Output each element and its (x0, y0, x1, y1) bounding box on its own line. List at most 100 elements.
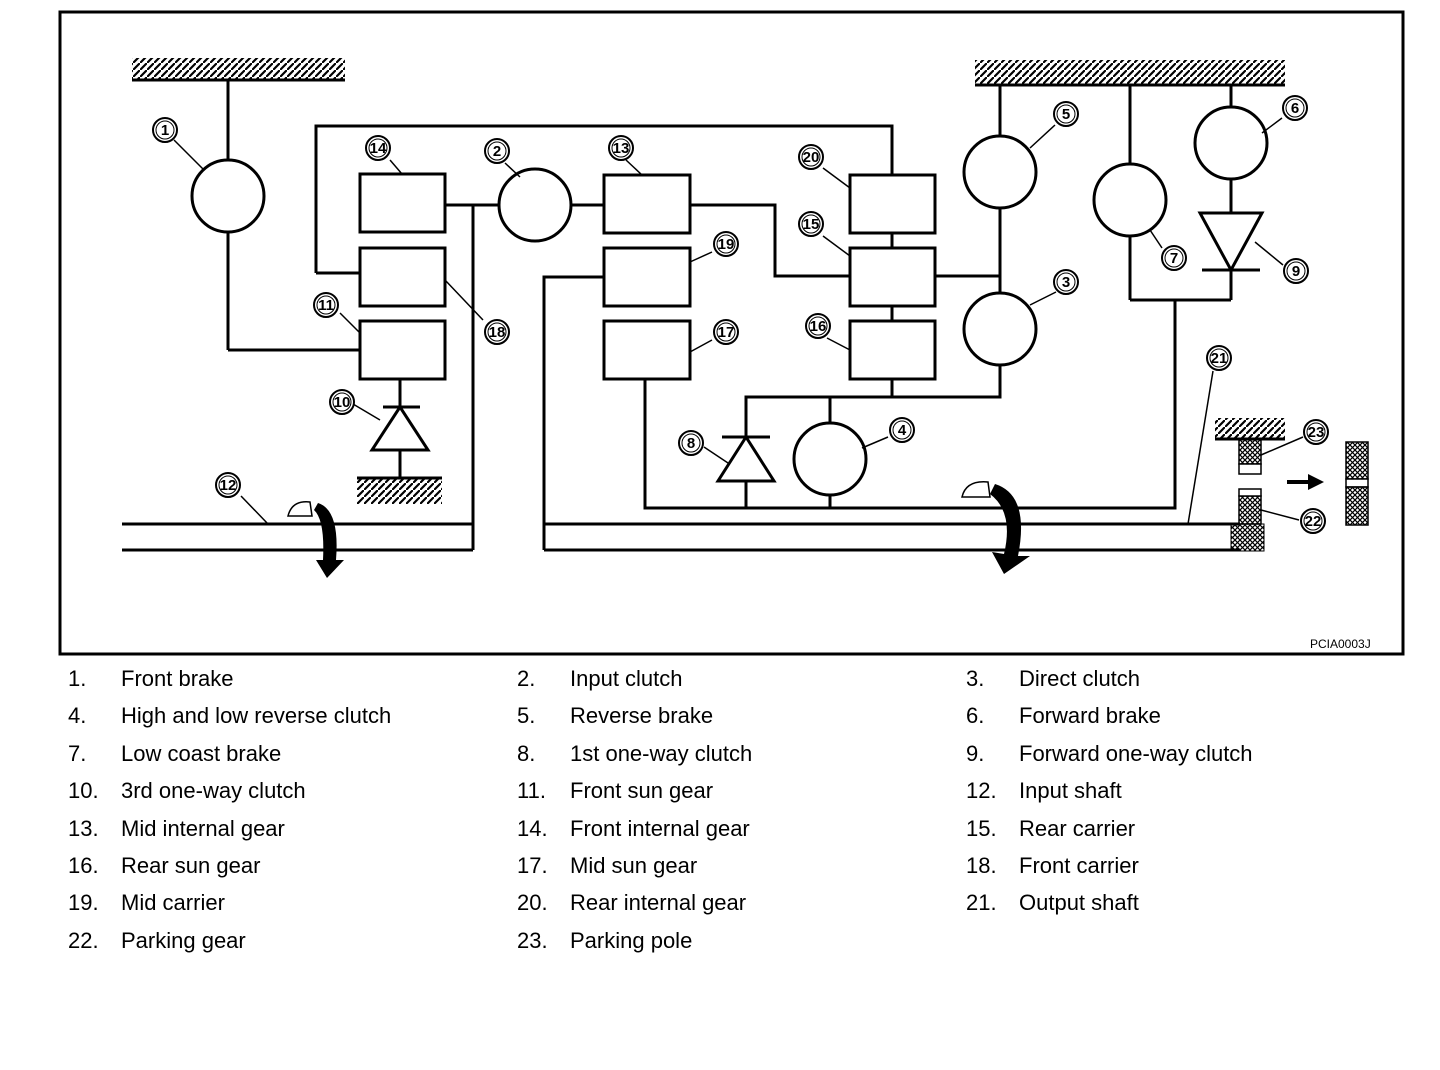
rear-sun-gear-box (848, 319, 937, 381)
callout-number: 20 (803, 149, 820, 166)
legend-label: Front internal gear (570, 815, 750, 841)
mid-sun-gear-box (602, 319, 692, 381)
legend-number: 2. (517, 666, 536, 691)
ground-hatch-left (132, 58, 345, 82)
legend-number: 14. (517, 815, 548, 841)
callout-number: 10 (334, 394, 351, 411)
callout-4: 4 (889, 417, 915, 443)
legend-label: 3rd one-way clutch (121, 778, 306, 804)
callout-number: 14 (370, 140, 387, 157)
callout-number: 7 (1170, 250, 1178, 267)
callout-number: 6 (1291, 100, 1299, 117)
input-clutch-symbol (497, 167, 573, 243)
legend-number: 9. (966, 740, 985, 766)
callout-10: 10 (329, 389, 355, 415)
legend-number: 20. (517, 890, 548, 916)
callout-21: 21 (1206, 345, 1232, 371)
callout-number: 13 (613, 140, 630, 157)
legend-label: Forward one-way clutch (1019, 740, 1253, 766)
callout-11: 11 (313, 292, 339, 318)
legend-label: High and low reverse clutch (121, 703, 392, 729)
front-sun-gear-box (358, 319, 447, 381)
callout-number: 19 (718, 236, 735, 253)
legend-label: Parking gear (121, 927, 246, 953)
front-brake-symbol (190, 158, 266, 234)
legend-number: 6. (966, 703, 985, 729)
legend-number: 4. (68, 703, 87, 729)
callout-number: 2 (493, 143, 501, 160)
legend-number: 10. (68, 778, 99, 804)
legend-label: Parking pole (570, 927, 693, 953)
legend-label: Reverse brake (570, 703, 714, 729)
diagram-frame (58, 10, 1405, 656)
legend-label: Mid carrier (121, 890, 225, 916)
callout-8: 8 (678, 430, 704, 456)
ground-hatch-right (975, 60, 1285, 87)
callout-1: 1 (152, 117, 178, 143)
callout-22: 22 (1300, 508, 1326, 534)
ground-hatch-parking (1215, 418, 1285, 441)
callout-15: 15 (798, 211, 824, 237)
legend-number: 3. (966, 666, 985, 691)
legend-label: Rear sun gear (121, 853, 261, 878)
callout-number: 23 (1308, 424, 1325, 441)
callout-7: 7 (1161, 245, 1187, 271)
callout-18: 18 (484, 319, 510, 345)
legend-number: 22. (68, 927, 99, 953)
high-low-reverse-clutch-symbol (792, 421, 868, 497)
diagram-code: PCIA0003J (1310, 637, 1371, 651)
callout-12: 12 (215, 472, 241, 498)
legend-number: 16. (68, 853, 99, 878)
legend-number: 15. (966, 815, 997, 841)
legend-label: Mid internal gear (121, 815, 285, 841)
legend-number: 21. (966, 890, 997, 916)
callout-20: 20 (798, 144, 824, 170)
third-one-way-clutch-symbol (369, 404, 431, 452)
legend-label: Output shaft (1019, 890, 1139, 916)
callout-6: 6 (1282, 95, 1308, 121)
callout-19: 19 (713, 231, 739, 257)
front-internal-gear-box (358, 172, 447, 234)
legend-number: 7. (68, 740, 87, 766)
first-one-way-clutch-symbol (715, 434, 777, 483)
legend-number: 19. (68, 890, 99, 916)
ground-hatch-bottom (357, 476, 442, 504)
front-carrier-box (358, 246, 447, 308)
legend-label: Front carrier (1019, 853, 1139, 878)
callout-number: 9 (1292, 263, 1300, 280)
legend-number: 5. (517, 703, 536, 729)
legend-number: 18. (966, 853, 997, 878)
callout-2: 2 (484, 138, 510, 164)
callout-number: 15 (803, 216, 820, 233)
legend-number: 23. (517, 927, 548, 953)
callout-17: 17 (713, 319, 739, 345)
callout-3: 3 (1053, 269, 1079, 295)
legend-number: 13. (68, 815, 99, 841)
legend-label: Front brake (121, 666, 234, 691)
legend-label: Rear carrier (1019, 815, 1136, 841)
forward-brake-symbol (1193, 105, 1269, 181)
callout-5: 5 (1053, 101, 1079, 127)
callout-number: 3 (1062, 274, 1070, 291)
callout-number: 8 (687, 435, 695, 452)
callout-number: 5 (1062, 106, 1070, 123)
legend-label: Mid sun gear (570, 853, 698, 878)
callout-9: 9 (1283, 258, 1309, 284)
output-rotation-arrow-icon (961, 481, 1030, 574)
callout-number: 17 (718, 324, 735, 341)
legend-label: Input shaft (1019, 778, 1122, 804)
reverse-brake-symbol (962, 134, 1038, 210)
legend-label: Low coast brake (121, 740, 282, 766)
callout-number: 21 (1211, 350, 1228, 367)
legend-label: Direct clutch (1019, 666, 1141, 691)
rear-carrier-box (848, 246, 937, 308)
forward-one-way-clutch-symbol (1197, 211, 1265, 274)
legend-label: Rear internal gear (570, 890, 747, 916)
callout-number: 22 (1305, 513, 1322, 530)
callout-number: 12 (220, 477, 237, 494)
input-rotation-arrow-icon (287, 501, 344, 578)
callout-number: 18 (489, 324, 506, 341)
callout-13: 13 (608, 135, 634, 161)
legend-label: Forward brake (1019, 703, 1161, 729)
